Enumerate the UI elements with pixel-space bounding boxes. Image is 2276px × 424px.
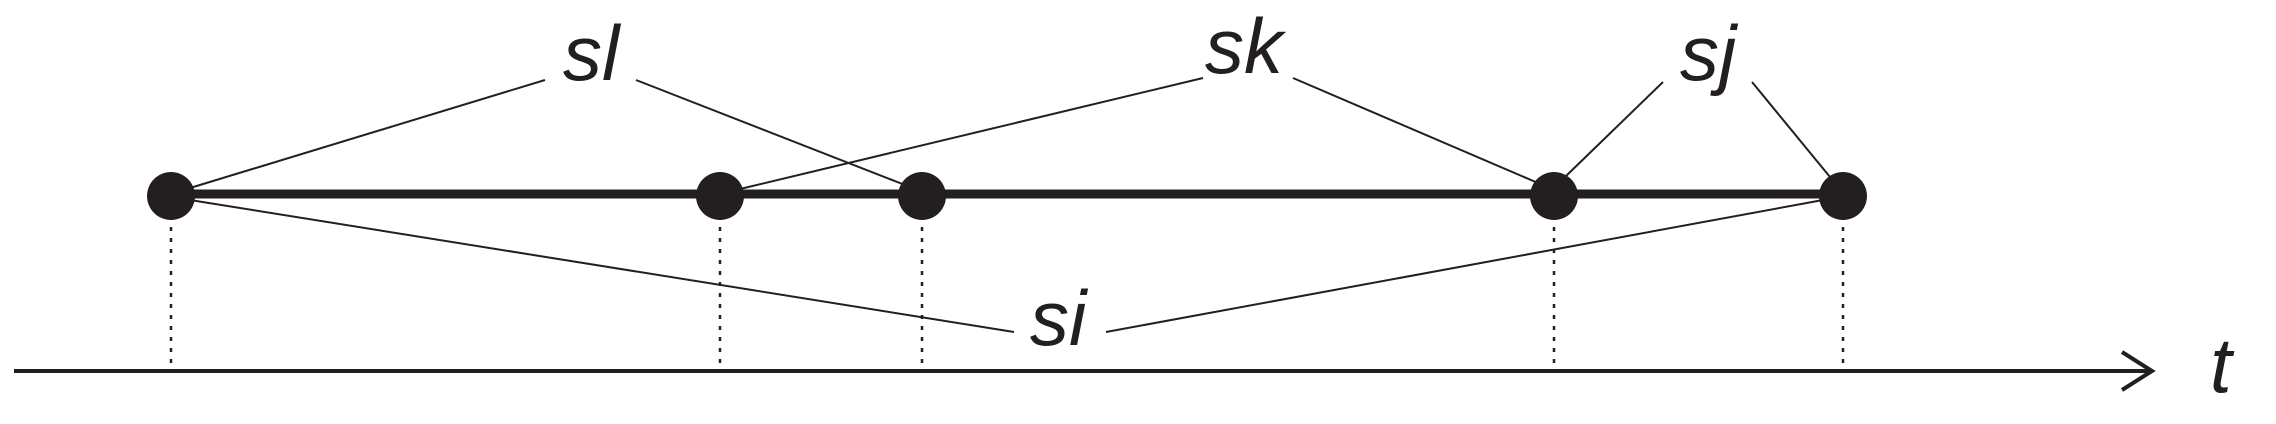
- interval-leaders: [189, 77, 1831, 333]
- si-leader-left: [189, 199, 1015, 333]
- time-axis-arrowhead: [2120, 350, 2156, 392]
- sk-leader-left: [739, 77, 1204, 190]
- event-points: [147, 172, 1867, 220]
- event-point-5: [1819, 172, 1867, 220]
- drop-lines: [169, 216, 1845, 371]
- event-point-3: [898, 172, 946, 220]
- interval-label-sl: sl: [563, 9, 622, 97]
- sl-leader-left: [189, 79, 546, 189]
- sj-leader-left: [1565, 81, 1664, 177]
- event-point-2: [696, 172, 744, 220]
- event-point-1: [147, 172, 195, 220]
- interval-label-si: si: [1030, 274, 1089, 362]
- event-point-4: [1530, 172, 1578, 220]
- interval-label-sk: sk: [1205, 2, 1287, 90]
- sk-leader-right: [1292, 77, 1539, 184]
- time-axis-label: t: [2210, 321, 2235, 409]
- sj-leader-right: [1751, 81, 1831, 178]
- interval-label-sj: sj: [1680, 9, 1739, 97]
- si-leader-right: [1105, 199, 1824, 333]
- sl-leader-right: [635, 79, 906, 186]
